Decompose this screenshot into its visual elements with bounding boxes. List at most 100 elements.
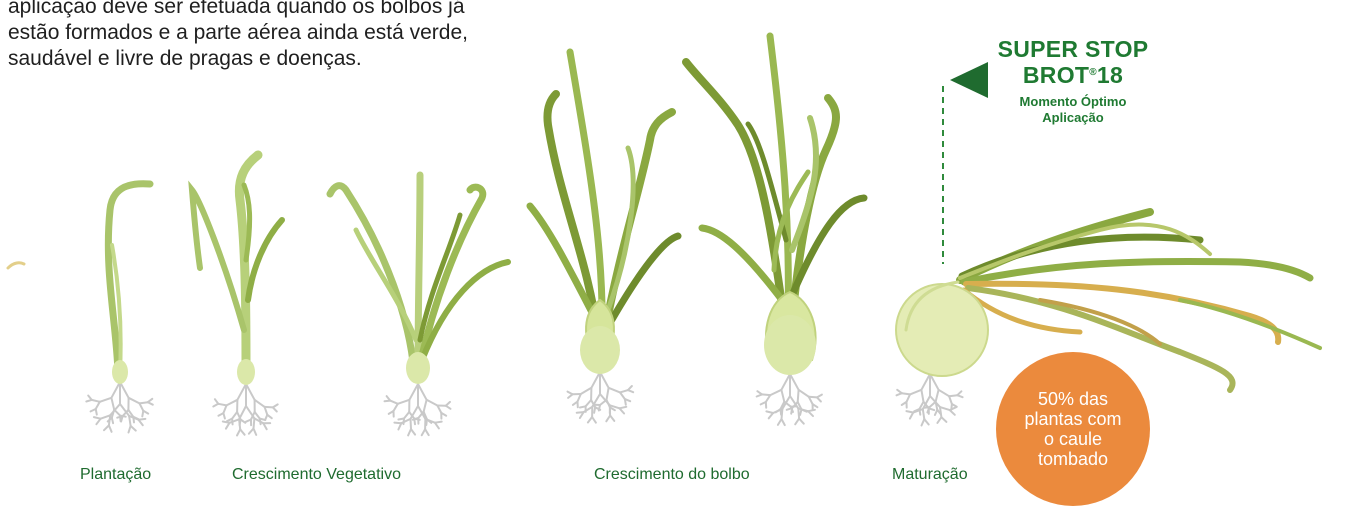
root-branch (121, 409, 130, 418)
root-branch (417, 383, 428, 401)
root-branch (217, 412, 225, 417)
dry-leaf-left-edge (6, 261, 26, 270)
root-branch (909, 388, 923, 396)
root-branch (780, 388, 786, 403)
root-branch (217, 402, 228, 407)
fallen-stem-callout: 50% das plantas com o caule tombado (996, 352, 1150, 506)
roots-group (85, 371, 964, 437)
root-branch (110, 381, 121, 399)
root-branch (95, 417, 102, 426)
root-branch (921, 395, 931, 411)
root-branch (929, 395, 941, 409)
root-branch (99, 414, 112, 420)
optimal-moment-label: Momento Óptimo (1019, 94, 1127, 109)
root-branch (783, 400, 792, 408)
root-branch (623, 398, 627, 406)
root-branch (128, 414, 132, 427)
root-branch (948, 394, 959, 398)
brand-number: 18 (1096, 62, 1124, 88)
root-branch (397, 422, 403, 431)
root-branch (797, 407, 810, 413)
root-branch (138, 402, 145, 412)
brand-name-line2: BROT®18 (968, 62, 1178, 88)
root-branch (113, 408, 122, 417)
root-branch (920, 373, 931, 391)
root-branch (225, 398, 239, 407)
root-branch (618, 405, 628, 410)
root-branch (797, 407, 801, 420)
root-branch (769, 388, 783, 397)
root-branch (408, 411, 416, 420)
root-branch (387, 410, 395, 415)
root-branch (900, 392, 911, 396)
root-branch (253, 411, 261, 420)
intro-line: aplicação deve ser efetuada quando os bo… (8, 0, 465, 18)
root-branch (236, 428, 242, 437)
plant-crescimento-vegetativo-1 (188, 150, 285, 385)
root-branch (937, 388, 951, 398)
root-branch (424, 418, 436, 424)
root-branch (397, 417, 405, 421)
root-branch (222, 404, 228, 415)
root-branch (422, 410, 428, 421)
root-branch (129, 424, 137, 432)
root-branch (948, 406, 958, 412)
root-branch (444, 404, 452, 410)
super-stop-brot-label: SUPER STOP BROT®18 Momento Óptimo Aplica… (968, 36, 1178, 126)
root-branch (245, 383, 256, 401)
root-branch (393, 421, 403, 425)
root-branch (252, 427, 258, 436)
root-branch (618, 407, 626, 415)
root-branch (900, 400, 908, 406)
callout-text: 50% das plantas com o caule tombado (1024, 389, 1122, 469)
root-branch (407, 428, 412, 437)
root-branch (921, 408, 926, 421)
root-branch (408, 383, 419, 401)
root-branch (396, 398, 411, 405)
root-branch (436, 404, 443, 414)
brand-name-line1: SUPER STOP (997, 36, 1149, 62)
root-branch (948, 395, 953, 405)
root-branch (253, 417, 265, 425)
root-branch (586, 416, 594, 424)
plant-plantacao (104, 180, 154, 384)
root-branch (425, 398, 439, 407)
root-branch (141, 409, 145, 418)
root-branch (928, 400, 937, 409)
root-branch (94, 400, 101, 410)
root-branch (128, 414, 140, 421)
root-branch (579, 386, 593, 395)
root-branch (776, 418, 783, 426)
root-branch (403, 411, 411, 420)
root-branch (127, 424, 132, 434)
root-branch (605, 414, 612, 423)
root-branch (939, 406, 943, 419)
root-branch (213, 398, 220, 405)
root-branch (619, 391, 626, 401)
root-branch (608, 404, 621, 410)
root-branch (923, 418, 930, 426)
root-branch (252, 417, 256, 430)
root-branch (420, 428, 427, 437)
root-branch (609, 414, 616, 422)
stage-label-maturacao: Maturação (892, 466, 968, 483)
root-branch (107, 424, 113, 433)
root-branch (433, 420, 443, 424)
root-branch (807, 395, 818, 399)
root-branch (92, 416, 102, 420)
root-branch (262, 422, 268, 431)
root-branch (765, 410, 775, 414)
root-branch (245, 405, 256, 420)
root-branch (87, 394, 93, 401)
root-branch (138, 401, 149, 405)
root-branch (764, 394, 772, 403)
root-branch (424, 428, 430, 437)
root-branch (908, 411, 915, 420)
root-branch (756, 390, 763, 396)
root-branch (627, 389, 635, 394)
root-branch (591, 416, 597, 424)
root-branch (566, 390, 574, 396)
root-branch (90, 398, 101, 403)
root-branch (263, 405, 269, 416)
